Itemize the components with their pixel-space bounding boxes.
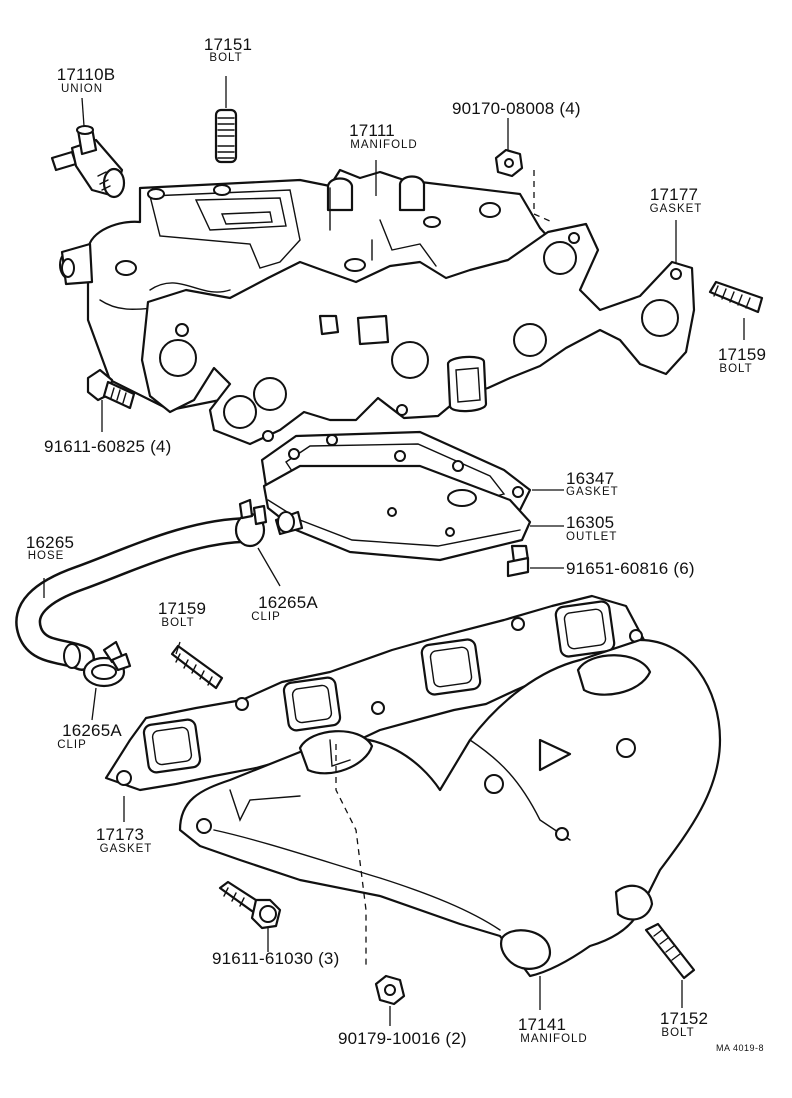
label-16265a-upper-name: CLIP xyxy=(251,611,281,623)
label-16265a-lower-number: 16265A xyxy=(62,721,122,740)
flange-bolt-91611-60825 xyxy=(86,368,136,432)
label-17151-number: 17151 xyxy=(203,35,253,54)
hose-16265 xyxy=(15,511,295,671)
label-16305-name: OUTLET xyxy=(566,531,618,543)
label-90179-number: 90179-10016 (2) xyxy=(338,1029,467,1048)
flange-bolt-91651-60816 xyxy=(506,544,564,578)
label-17159-top-name: BOLT xyxy=(719,363,753,375)
label-17159-mid-number: 17159 xyxy=(157,599,207,618)
flange-bolt-91611-61030 xyxy=(218,880,282,952)
label-17151-name: BOLT xyxy=(209,52,243,64)
label-91651-number: 91651-60816 (6) xyxy=(566,559,695,578)
label-16265-number: 16265 xyxy=(25,533,75,552)
stud-bolt-17152 xyxy=(644,922,696,1008)
label-16347-name: GASKET xyxy=(566,486,619,498)
label-17173-name: GASKET xyxy=(99,843,153,855)
label-17177-number: 17177 xyxy=(649,185,699,204)
label-16347-number: 16347 xyxy=(566,469,615,488)
gasket-17173 xyxy=(104,594,646,822)
label-17152-number: 17152 xyxy=(659,1009,709,1028)
label-17152-name: BOLT xyxy=(661,1027,695,1039)
hose-clip-16265a-lower xyxy=(82,640,132,721)
label-17111-number: 17111 xyxy=(349,121,395,140)
label-16265a-upper-number: 16265A xyxy=(258,593,318,612)
gasket-17177 xyxy=(140,222,696,446)
label-16265-name: HOSE xyxy=(27,550,65,562)
nut-90179-10016 xyxy=(374,974,406,1026)
leader-union xyxy=(81,97,85,127)
label-90170-number: 90170-08008 (4) xyxy=(452,99,581,118)
stud-bolt-17159-mid xyxy=(170,644,224,690)
hose-clip-16265a-upper xyxy=(234,498,281,587)
stud-bolt-17159-top xyxy=(708,280,764,340)
label-17159-mid-name: BOLT xyxy=(161,617,195,629)
nut-90170-08008 xyxy=(494,148,553,223)
label-17141-number: 17141 xyxy=(517,1015,567,1034)
label-17141-name: MANIFOLD xyxy=(520,1033,588,1045)
label-17110b-name: UNION xyxy=(60,83,104,95)
exhaust-manifold-17141 xyxy=(178,638,722,1010)
label-17177-name: GASKET xyxy=(649,203,703,215)
label-16305-number: 16305 xyxy=(566,513,615,532)
union-fitting-17110b xyxy=(50,125,126,199)
leader-bolt-17159-mid xyxy=(175,641,181,655)
label-17111-name: MANIFOLD xyxy=(350,139,418,151)
label-17159-top-number: 17159 xyxy=(717,345,767,364)
stud-bolt-17151 xyxy=(214,76,238,164)
label-91611-61030-number: 91611-61030 (3) xyxy=(212,949,340,968)
drawing-reference: MA 4019-8 xyxy=(716,1043,765,1053)
label-17173-number: 17173 xyxy=(95,825,145,844)
label-91611-60825-number: 91611-60825 (4) xyxy=(44,437,172,456)
label-16265a-lower-name: CLIP xyxy=(57,739,87,751)
label-17110b-number: 17110B xyxy=(56,65,116,84)
